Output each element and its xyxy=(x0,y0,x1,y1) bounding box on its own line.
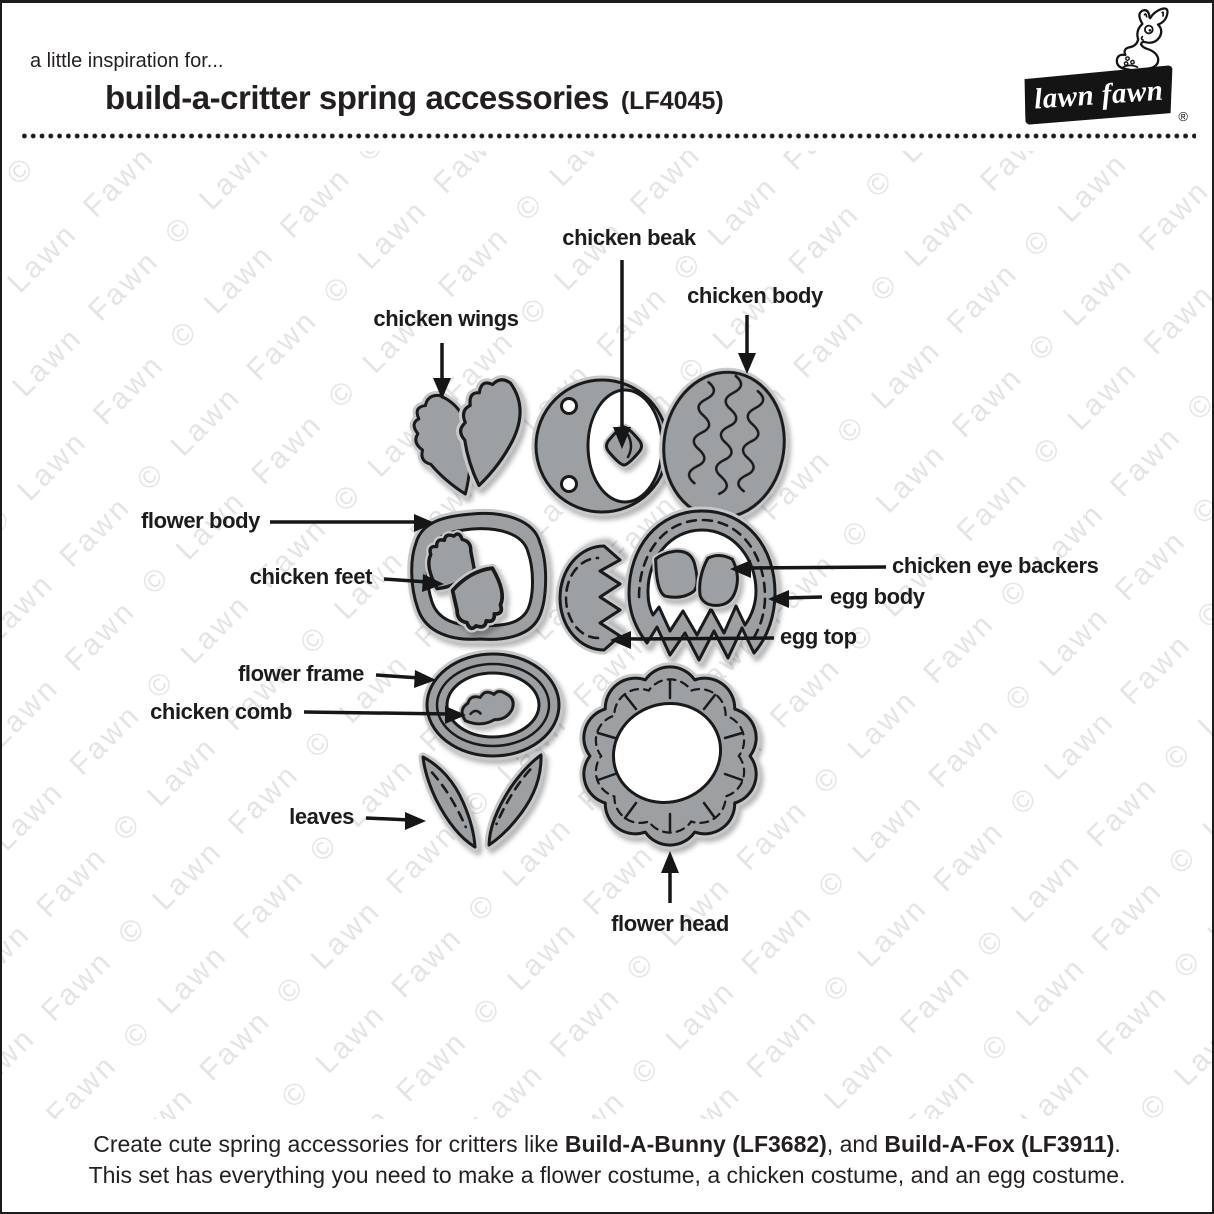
die-chicken-feet xyxy=(424,530,507,633)
product-code: (LF4045) xyxy=(620,87,724,115)
footer-build-a-fox: Build-A-Fox (LF3911) xyxy=(884,1131,1115,1157)
lawn-fawn-logo: lawn fawn ® xyxy=(1024,7,1188,127)
arrow-leaves xyxy=(365,812,426,830)
arrow-chicken-body xyxy=(738,315,756,374)
registered-mark: ® xyxy=(1178,109,1188,124)
label-chicken-wings: chicken wings xyxy=(373,306,519,331)
die-egg-top xyxy=(555,541,625,655)
footer-line-2: This set has everything you need to make… xyxy=(88,1162,1126,1188)
label-egg-body: egg body xyxy=(830,584,925,609)
arrow-egg-top xyxy=(610,631,775,649)
arrow-egg-body xyxy=(768,590,823,608)
die-chicken-beak xyxy=(603,423,645,469)
die-chicken-comb xyxy=(458,687,517,728)
arrow-flower-head xyxy=(661,851,679,903)
die-leaves xyxy=(418,750,546,852)
footer-build-a-bunny: Build-A-Bunny (LF3682) xyxy=(564,1131,827,1157)
label-egg-top: egg top xyxy=(780,624,857,649)
arrow-chicken-wings xyxy=(433,343,451,399)
arrow-flower-frame xyxy=(375,670,436,688)
label-leaves: leaves xyxy=(289,804,354,829)
die-chicken-head xyxy=(531,375,673,517)
arrow-chicken-eye-backers xyxy=(730,560,887,578)
footer-line-1: Create cute spring accessories for critt… xyxy=(2,1129,1212,1160)
footer-line1-end: . xyxy=(1114,1131,1121,1157)
tagline: a little inspiration for... xyxy=(30,50,224,72)
label-chicken-beak: chicken beak xyxy=(562,225,696,250)
arrow-flower-body xyxy=(270,514,435,532)
die-chicken-eye-backers xyxy=(652,547,741,609)
die-flower-head xyxy=(579,662,761,850)
arrow-chicken-comb xyxy=(303,706,466,724)
die-chicken-wings xyxy=(409,375,525,499)
fawn-deer-icon xyxy=(1115,7,1169,72)
label-chicken-eye-backers: chicken eye backers xyxy=(892,553,1099,578)
dotted-divider xyxy=(20,133,1196,139)
die-chicken-body xyxy=(659,367,789,523)
footer-description: Create cute spring accessories for critt… xyxy=(2,1129,1212,1191)
arrow-chicken-feet xyxy=(383,574,444,592)
footer-line1-mid: , and xyxy=(826,1131,885,1157)
label-flower-head: flower head xyxy=(611,911,729,936)
die-diagram xyxy=(270,260,887,903)
label-chicken-feet: chicken feet xyxy=(249,564,373,589)
label-chicken-comb: chicken comb xyxy=(150,699,292,724)
arrow-chicken-beak xyxy=(613,260,631,449)
label-flower-body: flower body xyxy=(140,508,260,533)
label-chicken-body: chicken body xyxy=(687,283,823,308)
footer-line1-pre: Create cute spring accessories for critt… xyxy=(93,1131,565,1157)
label-flower-frame: flower frame xyxy=(237,661,364,686)
title-text: build-a-critter spring accessories xyxy=(105,79,609,116)
page-title: build-a-critter spring accessories (LF40… xyxy=(105,79,724,117)
